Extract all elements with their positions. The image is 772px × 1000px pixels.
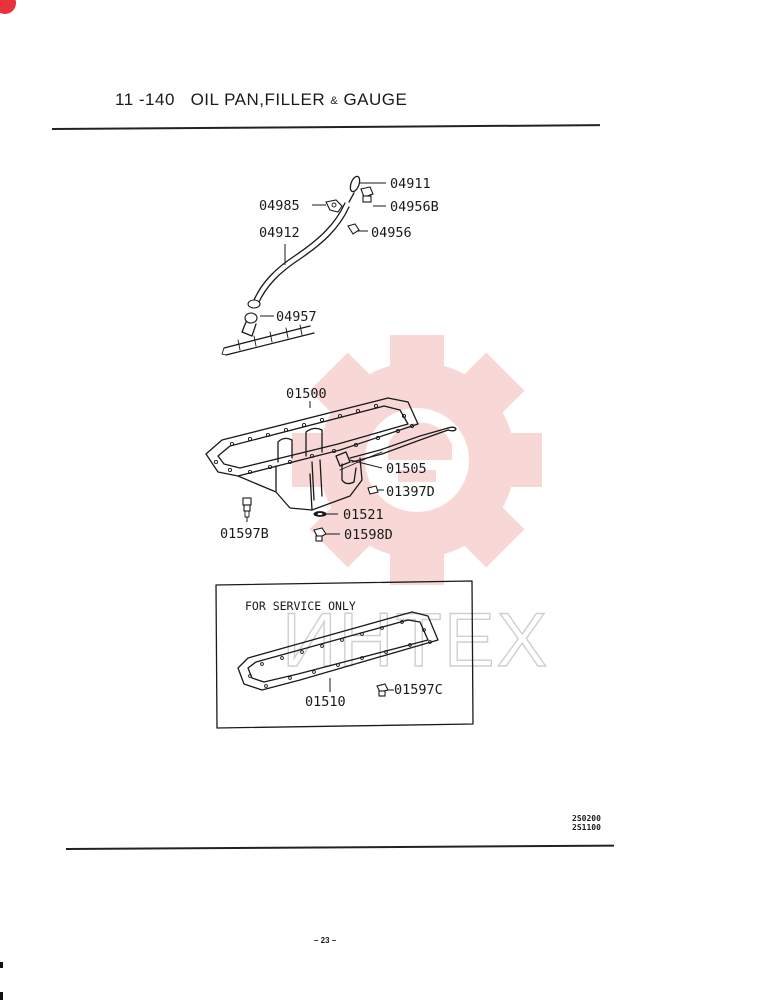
part-label-04957: 04957 (276, 309, 317, 325)
drawing-code-1: 2S0200 (572, 814, 601, 823)
part-label-01505: 01505 (386, 461, 427, 477)
page-number: – 23 – (314, 936, 337, 945)
drawing-codes: 2S0200 2S1100 (572, 814, 601, 832)
title-ampersand: & (330, 95, 339, 107)
part-label-04985: 04985 (259, 198, 300, 214)
drawing-code-2: 2S1100 (572, 823, 601, 832)
watermark-gear-icon (292, 335, 542, 585)
part-label-01598D: 01598D (344, 527, 393, 543)
part-label-04956B: 04956B (390, 199, 439, 215)
corner-red-mark (0, 0, 16, 14)
title-end: GAUGE (343, 90, 408, 109)
edge-mark-top (0, 962, 3, 968)
watermark-text: ИНТЕХ (282, 598, 549, 683)
leader-lines (246, 182, 386, 535)
part-label-01597C: 01597C (394, 682, 443, 698)
part-label-04911: 04911 (390, 176, 431, 192)
drain-parts (242, 485, 379, 542)
oil-gauge-assembly (221, 175, 374, 356)
part-label-01521: 01521 (343, 507, 384, 523)
page-title: 11 -140 OIL PAN,FILLER & GAUGE (115, 90, 407, 110)
part-label-04912: 04912 (259, 225, 300, 241)
oil-pan-assembly (205, 397, 457, 511)
part-label-04956: 04956 (371, 225, 412, 241)
service-only-box: FOR SERVICE ONLY 01510 01597C (215, 580, 474, 729)
section-number: 11 -140 (115, 90, 175, 109)
edge-mark-bottom (0, 992, 3, 1000)
service-note: FOR SERVICE ONLY (245, 599, 356, 613)
part-label-01510: 01510 (305, 694, 346, 710)
title-main: OIL PAN,FILLER (190, 90, 326, 109)
part-label-01500: 01500 (286, 386, 327, 402)
part-label-01397D: 01397D (386, 484, 435, 500)
part-label-01597B: 01597B (220, 526, 269, 542)
